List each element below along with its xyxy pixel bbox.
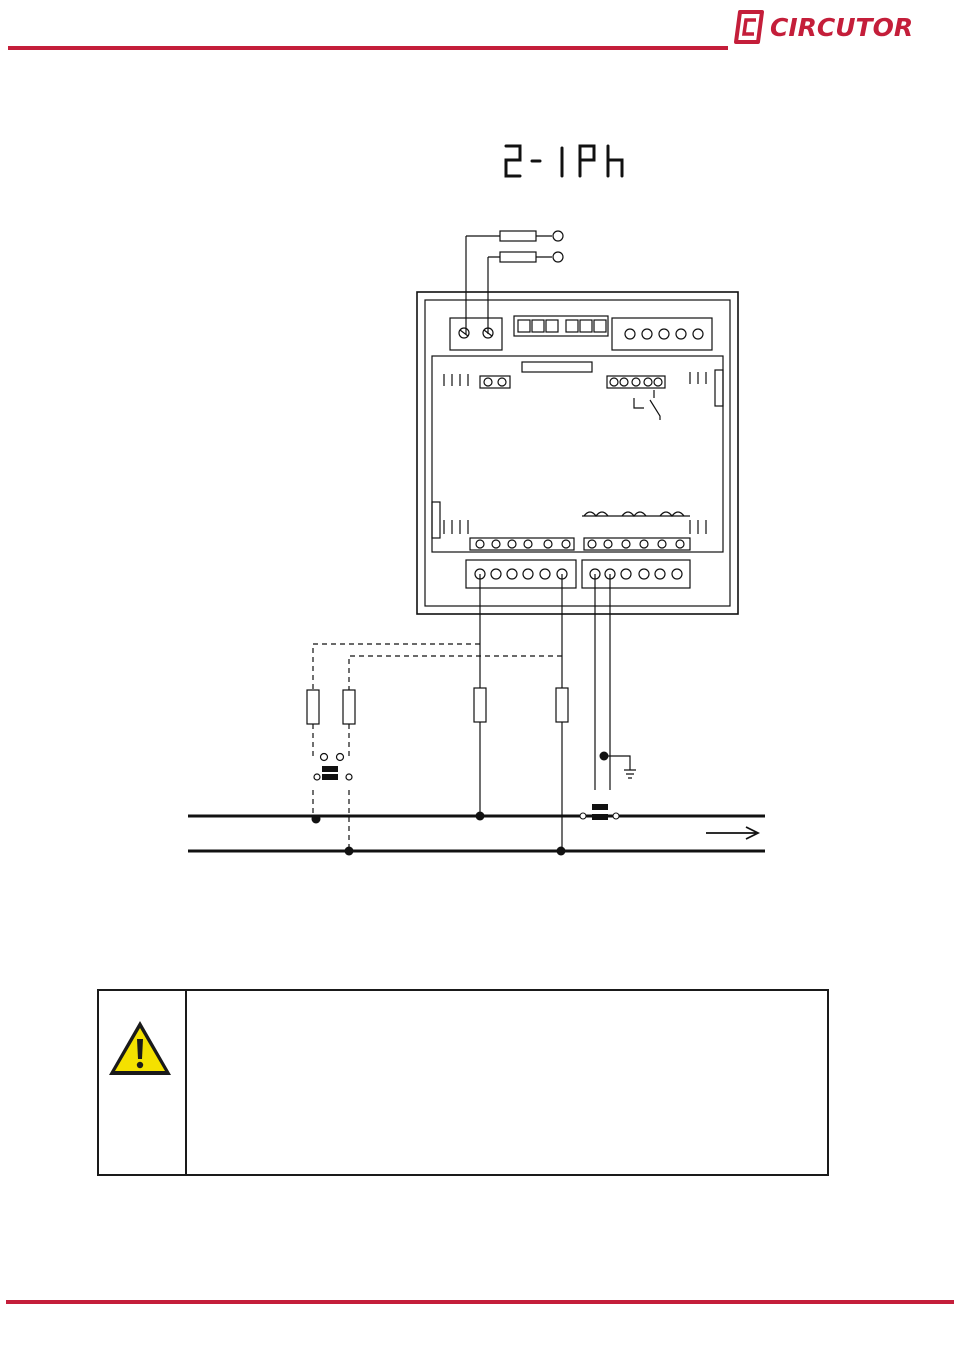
supply-terminal-2 (552, 251, 564, 263)
meter-device-back-view (416, 291, 739, 615)
fuse-alt-2 (342, 689, 356, 725)
footer-rule (6, 1300, 954, 1304)
supply-fuse-1 (499, 230, 537, 242)
circutor-logo-icon (734, 10, 764, 44)
brand-name: CIRCUTOR (770, 13, 914, 42)
brand-logo: CIRCUTOR (730, 8, 914, 46)
warning-icon-cell (99, 991, 187, 1174)
supply-terminal-1 (552, 230, 564, 242)
diagram-title (504, 144, 624, 178)
fuse-N (555, 687, 569, 723)
fuse-alt-1 (306, 689, 320, 725)
wiring-diagram (188, 230, 765, 856)
warning-triangle-icon (109, 1021, 171, 1075)
header-rule (8, 46, 728, 50)
supply-fuse-2 (499, 251, 537, 263)
warning-box (97, 989, 829, 1176)
fuse-L1 (473, 687, 487, 723)
